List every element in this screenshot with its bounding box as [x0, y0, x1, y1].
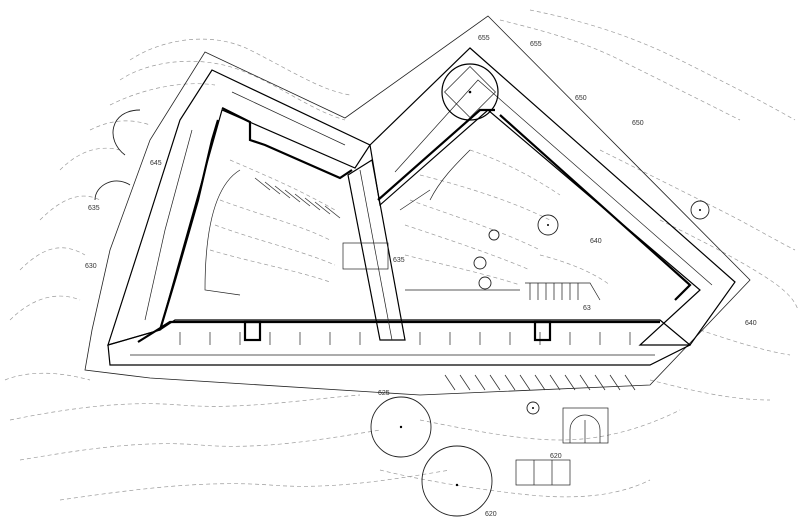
- contour-label-635a: 635: [88, 205, 100, 212]
- stair-tower: [441, 63, 499, 121]
- parking-north: [254, 177, 341, 219]
- contour-label-645: 645: [150, 160, 162, 167]
- contour-label-625: 625: [378, 390, 390, 397]
- contour-label-650b: 650: [632, 120, 644, 127]
- courtyard-paths: [204, 149, 520, 296]
- court-structure: [515, 407, 609, 486]
- unit-dividers: [179, 320, 631, 345]
- contour-labels: 655 655 650 650 645 640 640 635 635 630 …: [85, 35, 757, 518]
- contour-label-620a: 620: [550, 453, 562, 460]
- contour-label-655a: 655: [478, 35, 490, 42]
- contour-label-620b: 620: [485, 511, 497, 518]
- trees: [94, 109, 710, 517]
- parking-south: [444, 374, 636, 391]
- contour-label-63: 63: [583, 305, 591, 312]
- contour-lines: [4, 9, 799, 501]
- building-central-link: [342, 159, 406, 341]
- contour-label-640a: 640: [590, 238, 602, 245]
- contour-label-650a: 650: [575, 95, 587, 102]
- parking-east: [525, 282, 601, 301]
- contour-label-640b: 640: [745, 320, 757, 327]
- contour-label-655b: 655: [530, 41, 542, 48]
- building-south-wing: [107, 319, 692, 366]
- contour-label-635b: 635: [393, 257, 405, 264]
- contour-label-630: 630: [85, 263, 97, 270]
- site-boundary: [84, 15, 751, 396]
- building-northeast-wing: [369, 47, 736, 346]
